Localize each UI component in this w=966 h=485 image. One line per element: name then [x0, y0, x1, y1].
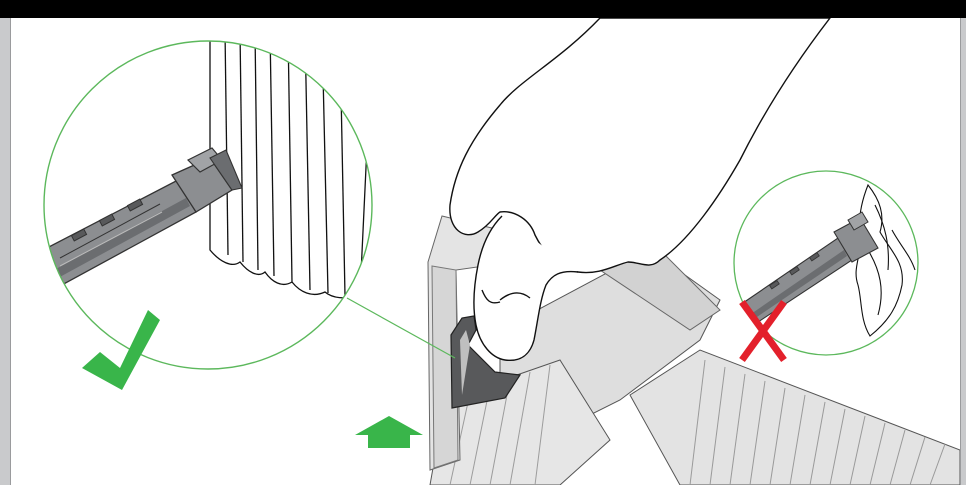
curtain [210, 30, 372, 298]
hose [630, 350, 960, 485]
zoom-circle-correct [20, 30, 372, 369]
up-arrow-icon [355, 416, 423, 448]
